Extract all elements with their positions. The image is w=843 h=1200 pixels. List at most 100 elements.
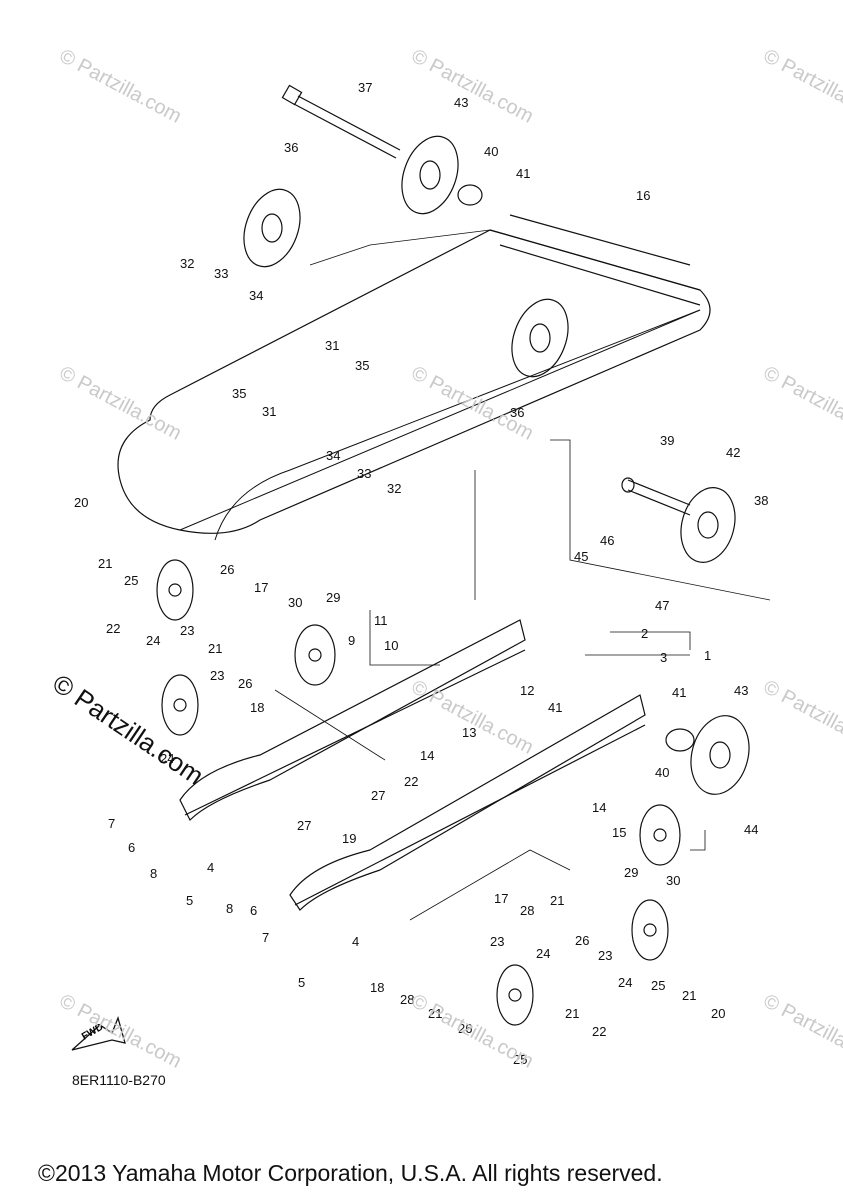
callout: 43	[734, 683, 748, 698]
callout: 41	[516, 166, 530, 181]
callout: 26	[220, 562, 234, 577]
callout: 21	[98, 556, 112, 571]
callout: 21	[682, 988, 696, 1003]
callout: 27	[371, 788, 385, 803]
bushing-40a	[457, 184, 483, 206]
wheel-24a	[156, 559, 194, 621]
wheel-24b	[161, 674, 199, 736]
callout: 42	[726, 445, 740, 460]
callout: 32	[180, 256, 194, 271]
callout: 3	[660, 650, 667, 665]
callout: 8	[150, 866, 157, 881]
callout: 24	[536, 946, 550, 961]
callout: 9	[348, 633, 355, 648]
callout: 21	[428, 1006, 442, 1021]
copyright-notice: ©2013 Yamaha Motor Corporation, U.S.A. A…	[38, 1160, 663, 1186]
callout: 22	[404, 774, 418, 789]
callout: 20	[74, 495, 88, 510]
callout: 36	[284, 140, 298, 155]
callout: 21	[565, 1006, 579, 1021]
callout: 7	[262, 930, 269, 945]
callout: 11	[374, 613, 388, 628]
callout: 23	[210, 668, 224, 683]
wheel-36-mid	[511, 298, 569, 378]
slide-rail-left	[179, 619, 526, 822]
callout: 24	[146, 633, 160, 648]
callout: 46	[600, 533, 614, 548]
callout: 34	[249, 288, 263, 303]
callout: 34	[326, 448, 340, 463]
callout: 47	[655, 598, 669, 613]
callout: 1	[704, 648, 711, 663]
track-lugs	[489, 214, 701, 306]
callout: 18	[250, 700, 264, 715]
callout: 4	[352, 934, 359, 949]
callout: 23	[490, 934, 504, 949]
callout: 23	[180, 623, 194, 638]
callout: 31	[325, 338, 339, 353]
wheel-43-bottom	[690, 715, 750, 795]
callout: 33	[214, 266, 228, 281]
callout: 24	[160, 751, 174, 766]
callout: 27	[297, 818, 311, 833]
callout: 37	[358, 80, 372, 95]
callout: 41	[548, 700, 562, 715]
wheel-42	[680, 487, 736, 563]
callout: 26	[575, 933, 589, 948]
callout: 17	[254, 580, 268, 595]
callout: 22	[592, 1024, 606, 1039]
callout: 19	[342, 831, 356, 846]
callout: 35	[355, 358, 369, 373]
callout: 6	[128, 840, 135, 855]
callout: 43	[454, 95, 468, 110]
rear-axle	[281, 84, 401, 159]
callout: 16	[636, 188, 650, 203]
callout: 23	[598, 948, 612, 963]
callout: 24	[618, 975, 632, 990]
callout: 39	[660, 433, 674, 448]
callout: 8	[226, 901, 233, 916]
callout: 28	[520, 903, 534, 918]
callout: 6	[250, 903, 257, 918]
callout: 36	[510, 405, 524, 420]
track-belt	[117, 229, 711, 534]
callout: 2	[641, 626, 648, 641]
callout: 30	[666, 873, 680, 888]
callout: 30	[288, 595, 302, 610]
callout: 10	[384, 638, 398, 653]
callout: 21	[550, 893, 564, 908]
callout: 17	[494, 891, 508, 906]
callout: 22	[106, 621, 120, 636]
bushing-40b	[665, 728, 695, 752]
callout: 35	[232, 386, 246, 401]
wheel-29a	[294, 624, 336, 686]
callout: 14	[420, 748, 434, 763]
callout: 4	[207, 860, 214, 875]
callout: 29	[624, 865, 638, 880]
callout: 25	[651, 978, 665, 993]
wheel-24c	[496, 964, 534, 1026]
callout: 45	[574, 549, 588, 564]
callout: 7	[108, 816, 115, 831]
callout: 40	[484, 144, 498, 159]
wheel-29b	[639, 804, 681, 866]
diagram-code: 8ER1110-B270	[72, 1072, 166, 1088]
bushing-39	[621, 477, 691, 516]
callout: 44	[744, 822, 758, 837]
callout: 14	[592, 800, 606, 815]
callout: 5	[186, 893, 193, 908]
callout: 31	[262, 404, 276, 419]
callout: 32	[387, 481, 401, 496]
callout: 33	[357, 466, 371, 481]
callout: 20	[711, 1006, 725, 1021]
callout: 5	[298, 975, 305, 990]
callout: 25	[124, 573, 138, 588]
callout: 40	[655, 765, 669, 780]
callout: 29	[326, 590, 340, 605]
wheel-43-top	[401, 135, 459, 215]
callout: 26	[458, 1021, 472, 1036]
callout: 38	[754, 493, 768, 508]
callout: 21	[208, 641, 222, 656]
callout: 41	[672, 685, 686, 700]
